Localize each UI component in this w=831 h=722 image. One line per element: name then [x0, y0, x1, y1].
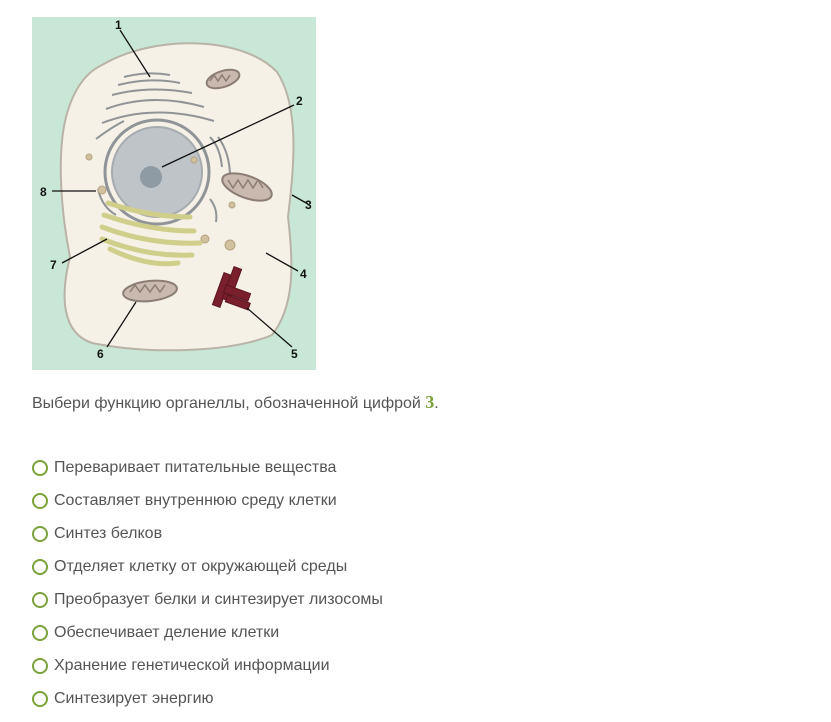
- diagram-label-7: 7: [50, 258, 57, 272]
- golgi-apparatus: [99, 200, 203, 267]
- radio-icon[interactable]: [32, 459, 48, 476]
- radio-icon[interactable]: [32, 624, 48, 641]
- answer-options: Переваривает питательные вещества Состав…: [32, 451, 383, 715]
- answer-option-label: Синтез белков: [54, 524, 163, 542]
- diagram-label-8: 8: [40, 185, 47, 199]
- question-text-before: Выбери функцию органеллы, обозначенной ц…: [32, 395, 426, 412]
- answer-option[interactable]: Обеспечивает деление клетки: [32, 616, 383, 649]
- answer-option-label: Переваривает питательные вещества: [54, 458, 337, 476]
- answer-option-label: Хранение генетической информации: [54, 656, 330, 674]
- question-number: 3: [425, 392, 435, 412]
- answer-option-label: Обеспечивает деление клетки: [54, 623, 280, 641]
- diagram-label-2: 2: [296, 94, 303, 108]
- answer-option[interactable]: Преобразует белки и синтезирует лизосомы: [32, 583, 383, 616]
- question-text-after: .: [434, 395, 439, 412]
- answer-option-label: Синтезирует энергию: [54, 689, 214, 707]
- diagram-label-4: 4: [300, 267, 307, 281]
- nucleus-envelope: [103, 118, 211, 226]
- leader-lines: [52, 29, 309, 348]
- radio-icon[interactable]: [32, 558, 48, 575]
- centrioles: [211, 266, 252, 311]
- radio-icon[interactable]: [32, 525, 48, 542]
- answer-option[interactable]: Хранение генетической информации: [32, 649, 383, 682]
- cell-diagram: 1 2 3 4 5 6 7 8: [32, 17, 316, 370]
- answer-option[interactable]: Синтезирует энергию: [32, 682, 383, 715]
- mitochondrion-bottom: [122, 279, 178, 303]
- mitochondrion-right: [221, 172, 273, 202]
- answer-option[interactable]: Синтез белков: [32, 517, 383, 550]
- answer-option-label: Отделяет клетку от окружающей среды: [54, 557, 348, 575]
- answer-option[interactable]: Отделяет клетку от окружающей среды: [32, 550, 383, 583]
- answer-option[interactable]: Переваривает питательные вещества: [32, 451, 383, 484]
- question-text: Выбери функцию органеллы, обозначенной ц…: [32, 392, 439, 413]
- nucleolus: [140, 166, 162, 188]
- answer-option[interactable]: Составляет внутреннюю среду клетки: [32, 484, 383, 517]
- cell-diagram-svg: 1 2 3 4 5 6 7 8: [40, 18, 312, 361]
- radio-icon[interactable]: [32, 690, 48, 707]
- radio-icon[interactable]: [32, 492, 48, 509]
- mitochondrion-top: [205, 68, 241, 90]
- vesicles: [85, 153, 236, 251]
- diagram-label-6: 6: [97, 347, 104, 361]
- answer-option-label: Преобразует белки и синтезирует лизосомы: [54, 590, 383, 608]
- answer-option-label: Составляет внутреннюю среду клетки: [54, 491, 337, 509]
- diagram-label-5: 5: [291, 347, 298, 361]
- radio-icon[interactable]: [32, 657, 48, 674]
- radio-icon[interactable]: [32, 591, 48, 608]
- diagram-label-3: 3: [305, 198, 312, 212]
- diagram-label-1: 1: [115, 18, 122, 32]
